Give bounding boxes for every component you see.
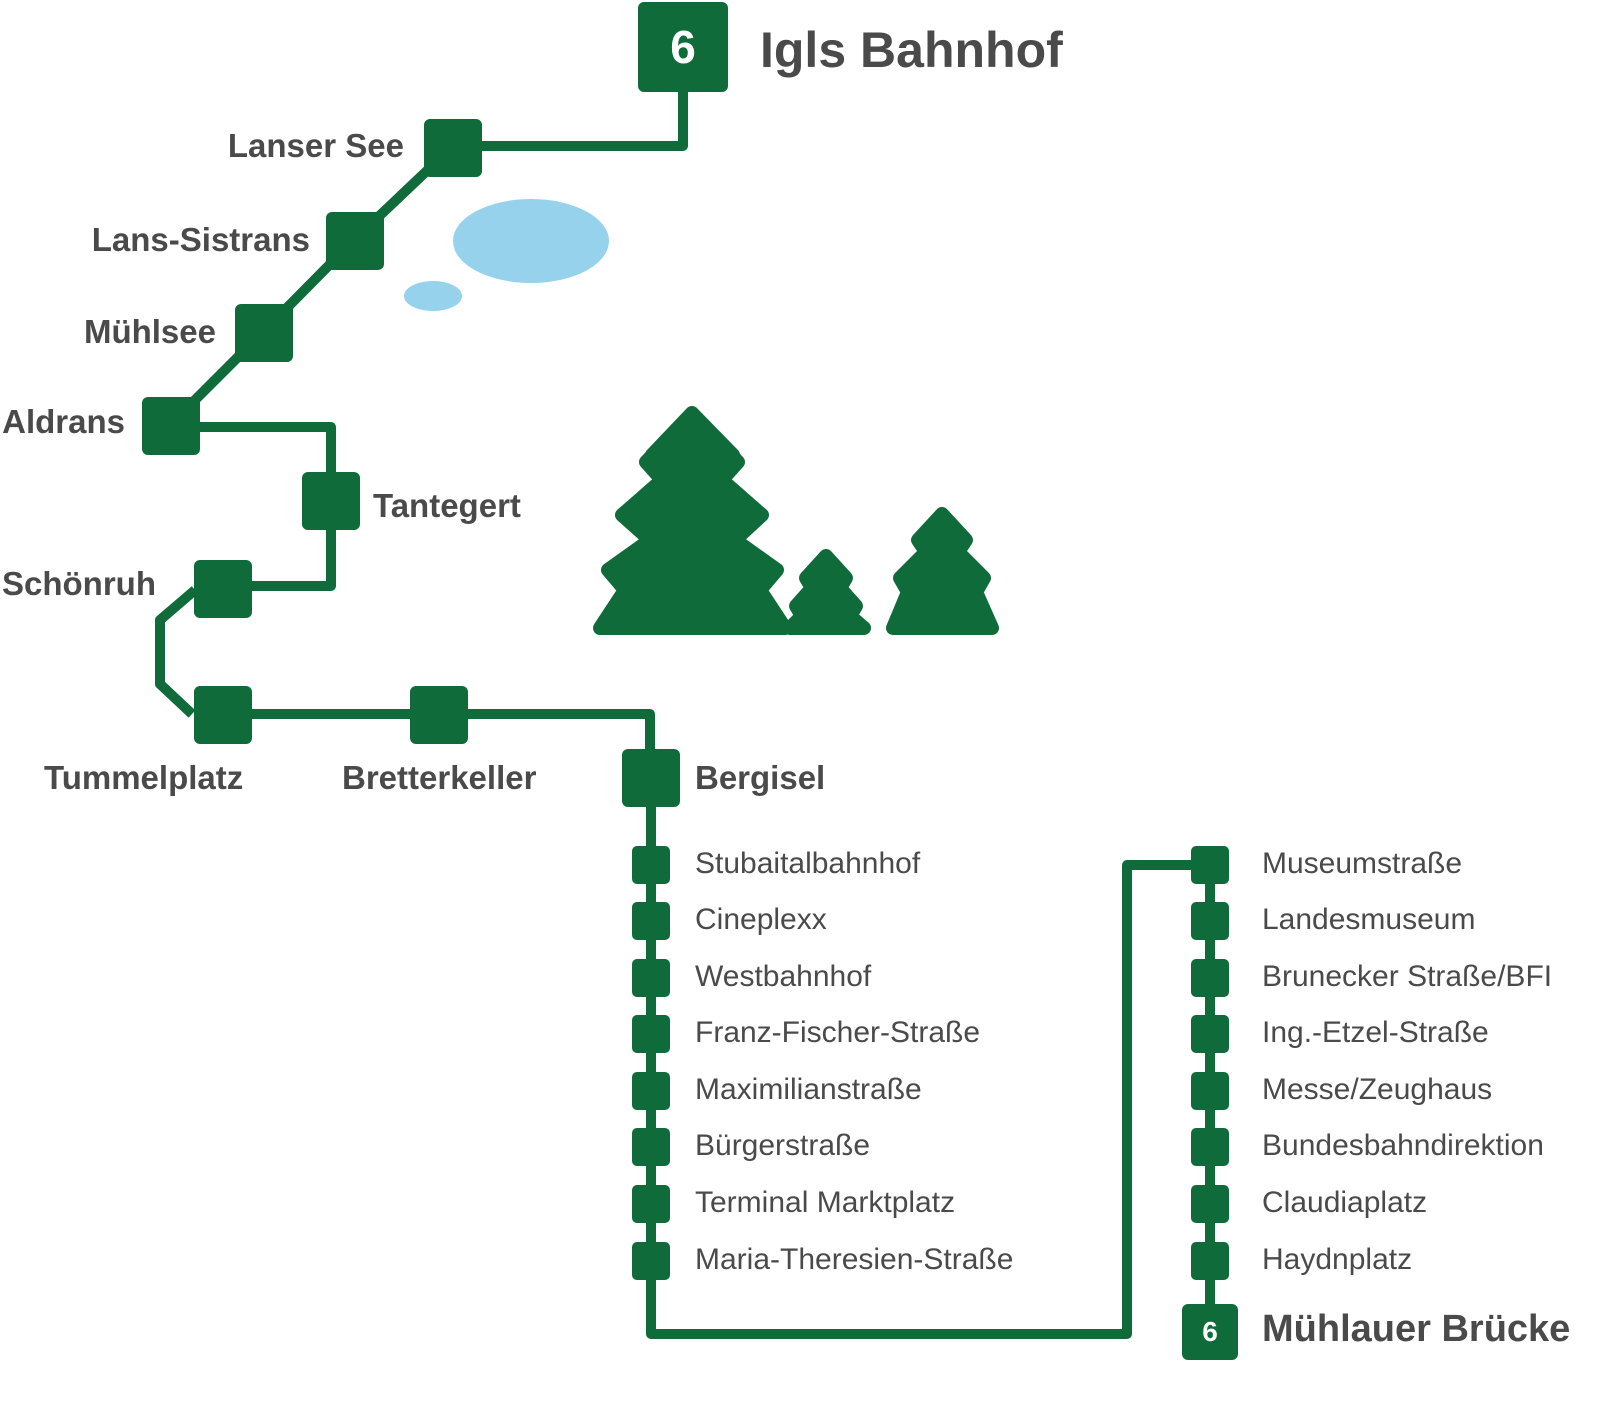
station-marker[interactable] [622, 749, 680, 807]
station-label: Maximilianstraße [695, 1073, 922, 1106]
station-marker[interactable] [632, 846, 670, 884]
station-marker[interactable] [194, 560, 252, 618]
lake-icon [453, 199, 609, 283]
tree-icon [886, 507, 999, 635]
station-label: Museumstraße [1262, 847, 1463, 880]
station-marker[interactable] [1191, 846, 1229, 884]
station-label: Bretterkeller [342, 759, 537, 796]
station-label: Terminal Marktplatz [695, 1186, 956, 1219]
station-marker[interactable] [142, 397, 200, 455]
station-marker[interactable] [1191, 959, 1229, 997]
line-number: 6 [670, 21, 696, 73]
station-marker[interactable] [632, 1072, 670, 1110]
station-label: Lans-Sistrans [91, 221, 310, 258]
station-label: Cineplexx [695, 903, 827, 936]
station-label: Haydnplatz [1262, 1243, 1413, 1276]
station-label: Tummelplatz [44, 759, 244, 796]
route-line [155, 92, 1215, 1339]
station-label: Brunecker Straße/BFI [1262, 960, 1553, 993]
station-label: Franz-Fischer-Straße [695, 1016, 981, 1049]
terminus-start-title: Igls Bahnhof [760, 22, 1063, 78]
station-marker[interactable] [632, 1128, 670, 1166]
station-label: Ing.-Etzel-Straße [1262, 1016, 1489, 1049]
station-label: Bundesbahndirektion [1262, 1129, 1544, 1162]
tree-icon [783, 549, 871, 635]
tree-icon [593, 406, 792, 635]
station-label: Lanser See [227, 127, 404, 164]
station-marker[interactable] [1191, 1128, 1229, 1166]
station-marker[interactable] [410, 686, 468, 744]
line-number: 6 [1202, 1316, 1218, 1347]
station-marker[interactable] [632, 959, 670, 997]
station-label: Westbahnhof [695, 960, 872, 993]
terminus-badge-start: 6 [638, 2, 728, 92]
station-label: Claudiaplatz [1262, 1186, 1428, 1219]
station-label: Mühlsee [83, 313, 216, 350]
station-marker[interactable] [1191, 1072, 1229, 1110]
terminus-badge-end: 6 [1182, 1304, 1238, 1360]
station-label: Bergisel [695, 759, 826, 796]
station-marker[interactable] [632, 902, 670, 940]
station-marker[interactable] [326, 212, 384, 270]
terminus-end-title: Mühlauer Brücke [1262, 1308, 1571, 1350]
station-label: Messe/Zeughaus [1262, 1073, 1493, 1106]
station-marker[interactable] [424, 119, 482, 177]
station-marker[interactable] [302, 472, 360, 530]
station-marker[interactable] [194, 686, 252, 744]
station-marker[interactable] [1191, 902, 1229, 940]
station-marker[interactable] [235, 304, 293, 362]
station-label: Maria-Theresien-Straße [695, 1243, 1014, 1276]
lake-icon [404, 281, 462, 311]
station-label: Aldrans [2, 403, 125, 440]
station-marker[interactable] [1191, 1185, 1229, 1223]
station-marker[interactable] [1191, 1242, 1229, 1280]
station-label: Bürgerstraße [695, 1129, 871, 1162]
station-marker[interactable] [1191, 1015, 1229, 1053]
station-label: Schönruh [2, 565, 156, 602]
station-marker[interactable] [632, 1242, 670, 1280]
station-label: Landesmuseum [1262, 903, 1476, 936]
station-marker[interactable] [632, 1185, 670, 1223]
station-label: Stubaitalbahnhof [695, 847, 921, 880]
station-label: Tantegert [373, 487, 521, 524]
station-marker[interactable] [632, 1015, 670, 1053]
